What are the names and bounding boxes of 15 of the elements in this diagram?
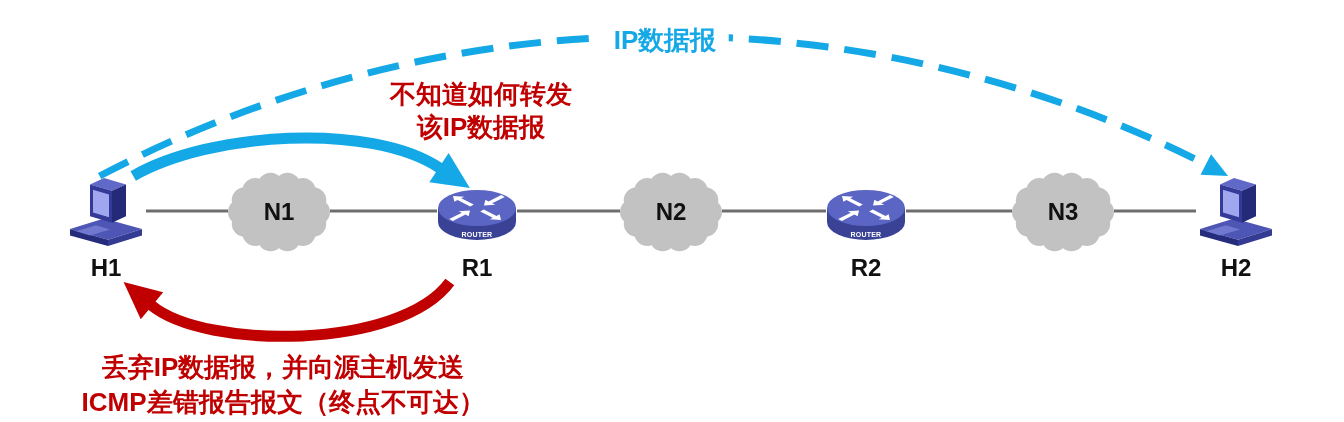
connector-line xyxy=(517,209,620,213)
node-label: R2 xyxy=(850,254,882,282)
connector-line xyxy=(146,209,228,213)
node-label: H2 xyxy=(1220,254,1252,282)
node-label: H1 xyxy=(90,254,122,282)
connector-line xyxy=(906,209,1012,213)
annotation-text: 不知道如何转发该IP数据报 xyxy=(390,78,572,144)
connector-line xyxy=(330,209,437,213)
node-label: R1 xyxy=(461,254,493,282)
connector-line xyxy=(1114,209,1196,213)
curved-arrow xyxy=(130,132,472,186)
connector-line xyxy=(722,209,826,213)
edge-label: IP数据报 xyxy=(601,25,729,55)
dashed-arrow xyxy=(98,32,1229,180)
annotation-text: 丢弃IP数据报，并向源主机发送ICMP差错报告报文（终点不可达） xyxy=(81,351,485,419)
